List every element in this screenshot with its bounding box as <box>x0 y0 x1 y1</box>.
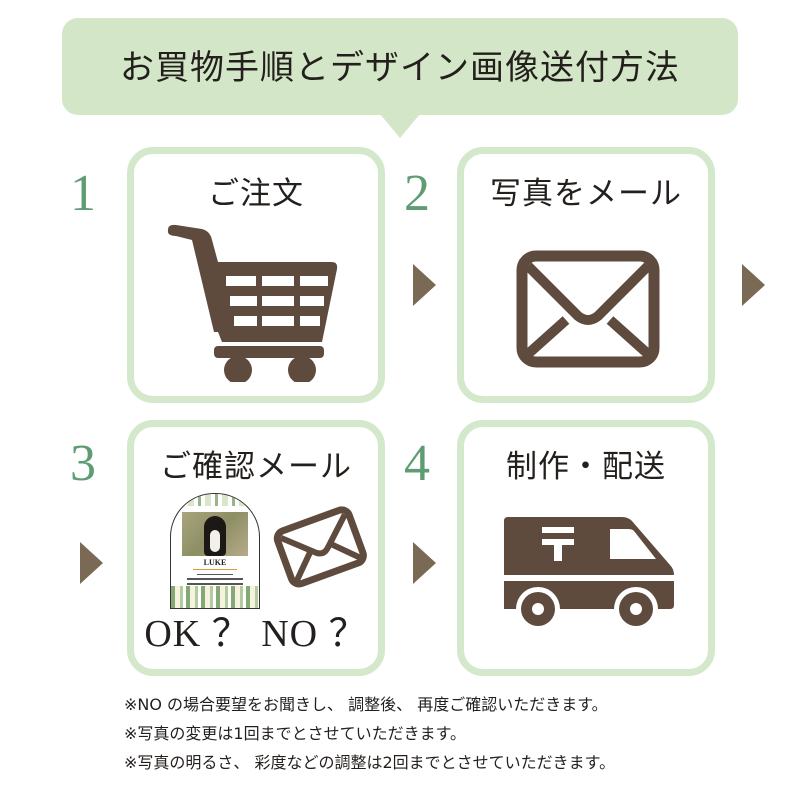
envelope-icon <box>273 506 367 588</box>
note-item: ※写真の明るさ、 彩度などの調整は2回までとさせていただきます。 <box>124 753 616 772</box>
header-banner: お買物手順とデザイン画像送付方法 <box>62 18 738 115</box>
floral-decoration <box>171 494 259 506</box>
ok-no-prompt: OK ？ NO ？ <box>144 613 368 655</box>
step-title: 制作・配送 <box>506 449 666 485</box>
next-arrow-icon <box>413 542 436 584</box>
envelope-icon <box>516 250 660 368</box>
page-title: お買物手順とデザイン画像送付方法 <box>120 48 680 88</box>
delivery-van-icon <box>504 517 674 629</box>
next-arrow-icon <box>80 542 103 584</box>
step-number-4: 4 <box>404 435 430 492</box>
step-title: ご注文 <box>208 176 304 212</box>
step-title: 写真をメール <box>490 176 682 212</box>
step-card-email-photo: 写真をメール <box>457 147 715 403</box>
note-item: ※写真の変更は1回までとさせていただきます。 <box>124 724 466 743</box>
pet-name: LUKE <box>203 558 227 567</box>
notes-section: ※NO の場合要望をお聞きし、 調整後、 再度ご確認いただきます。 ※写真の変更… <box>124 690 724 777</box>
step-number-3: 3 <box>70 435 96 492</box>
dog-photo <box>182 512 248 556</box>
step-number-1: 1 <box>70 165 96 222</box>
floral-decoration <box>171 586 259 608</box>
banner-pointer <box>380 114 420 138</box>
shopping-cart-icon <box>167 224 338 382</box>
design-preview-image: LUKE <box>170 493 260 609</box>
step-card-order: ご注文 <box>127 147 385 403</box>
next-arrow-icon <box>742 264 765 306</box>
step-title: ご確認メール <box>160 449 352 485</box>
step-card-confirmation: ご確認メール LUKE OK ？ NO ？ <box>127 420 385 676</box>
step-number-2: 2 <box>404 165 430 222</box>
note-item: ※NO の場合要望をお聞きし、 調整後、 再度ご確認いただきます。 <box>124 695 608 714</box>
next-arrow-icon <box>413 264 436 306</box>
step-card-production-delivery: 制作・配送 <box>457 420 715 676</box>
